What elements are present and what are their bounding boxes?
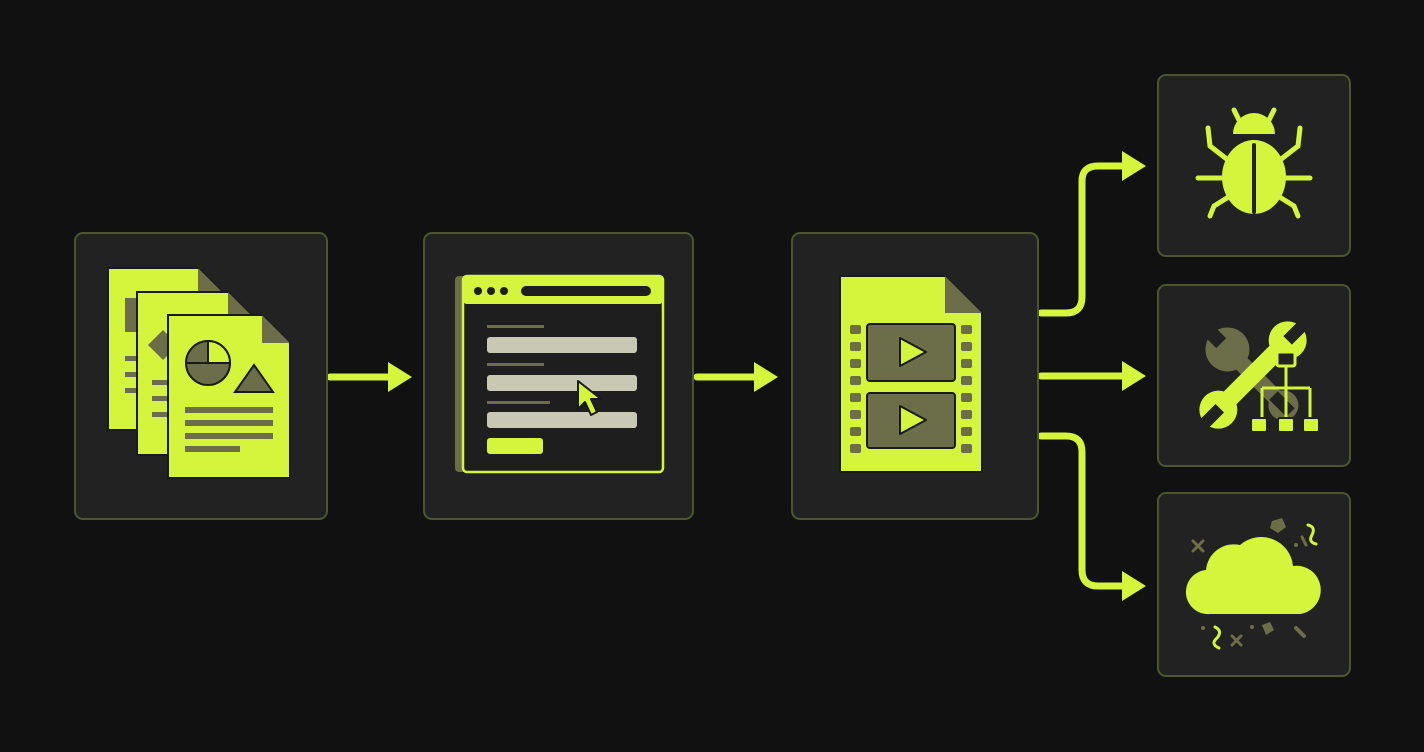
arrow-form-to-video [693, 362, 778, 392]
window-dot-icon [487, 287, 495, 295]
play-icon [899, 337, 927, 367]
form-field [487, 412, 637, 428]
node-tools [1157, 284, 1351, 467]
node-bug [1157, 74, 1351, 257]
field-label [487, 401, 550, 404]
form-field [487, 337, 637, 353]
play-icon [899, 405, 927, 435]
arrow-video-to-cloud [1037, 432, 1146, 601]
node-video-file [791, 232, 1039, 520]
window-dot-icon [500, 287, 508, 295]
debris-particles [1191, 518, 1318, 650]
triangle-shape-icon [233, 363, 275, 393]
network-tree-icon [1250, 350, 1320, 433]
film-strip [850, 323, 972, 453]
arrow-video-to-tools [1037, 361, 1146, 391]
documents-icon [107, 267, 291, 479]
browser-form-icon [455, 274, 665, 474]
address-bar [521, 286, 651, 296]
video-file-icon [839, 275, 983, 473]
cloud-debris-icon [1185, 518, 1321, 650]
form-field [487, 375, 637, 391]
window-dot-icon [474, 287, 482, 295]
arrow-documents-to-form [326, 362, 412, 392]
mouse-cursor-icon [577, 380, 602, 416]
bug-icon [1195, 107, 1313, 219]
node-web-form [423, 232, 694, 520]
cloud-icon [1185, 537, 1321, 615]
submit-button [487, 438, 543, 454]
node-cloud-debris [1157, 492, 1351, 677]
connectors [326, 151, 1146, 601]
field-label [487, 325, 544, 328]
pie-chart-icon [185, 339, 232, 386]
node-documents [74, 232, 328, 520]
field-label [487, 363, 544, 366]
arrow-video-to-bug [1037, 151, 1146, 317]
wrench-network-icon [1198, 321, 1320, 433]
